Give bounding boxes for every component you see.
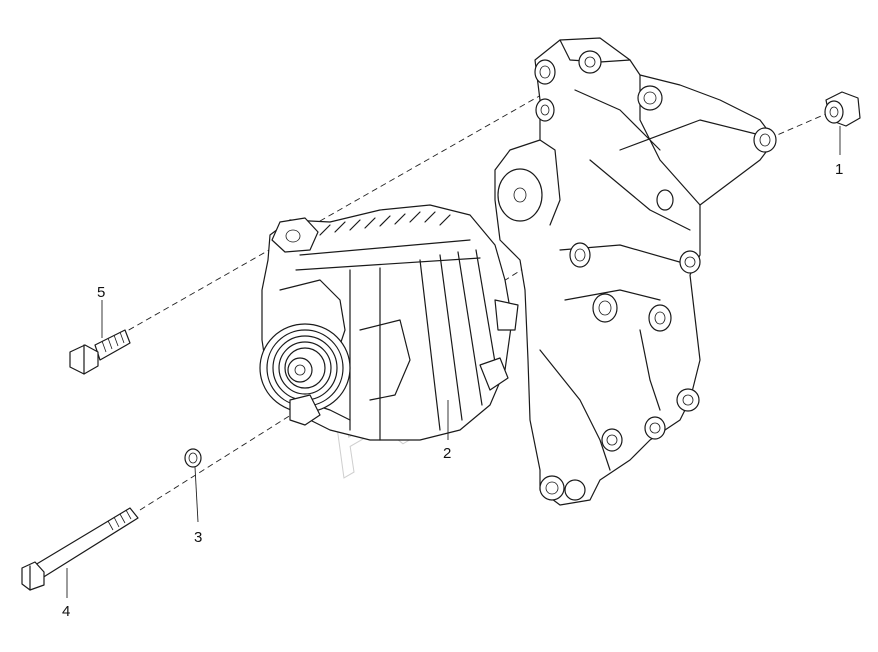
- part-1-spacer: [824, 91, 861, 127]
- mounting-bracket: [494, 37, 777, 506]
- callout-5: 5: [97, 284, 105, 301]
- callout-2: 2: [443, 445, 451, 462]
- leader-3: [194, 466, 199, 523]
- callout-1: 1: [835, 161, 843, 178]
- part-5-short-bolt: [69, 329, 131, 375]
- part-3-washer: [184, 448, 202, 468]
- callout-3: 3: [194, 529, 202, 546]
- callout-4: 4: [62, 603, 70, 620]
- part-4-long-bolt: [21, 507, 139, 591]
- alternator: [259, 204, 519, 441]
